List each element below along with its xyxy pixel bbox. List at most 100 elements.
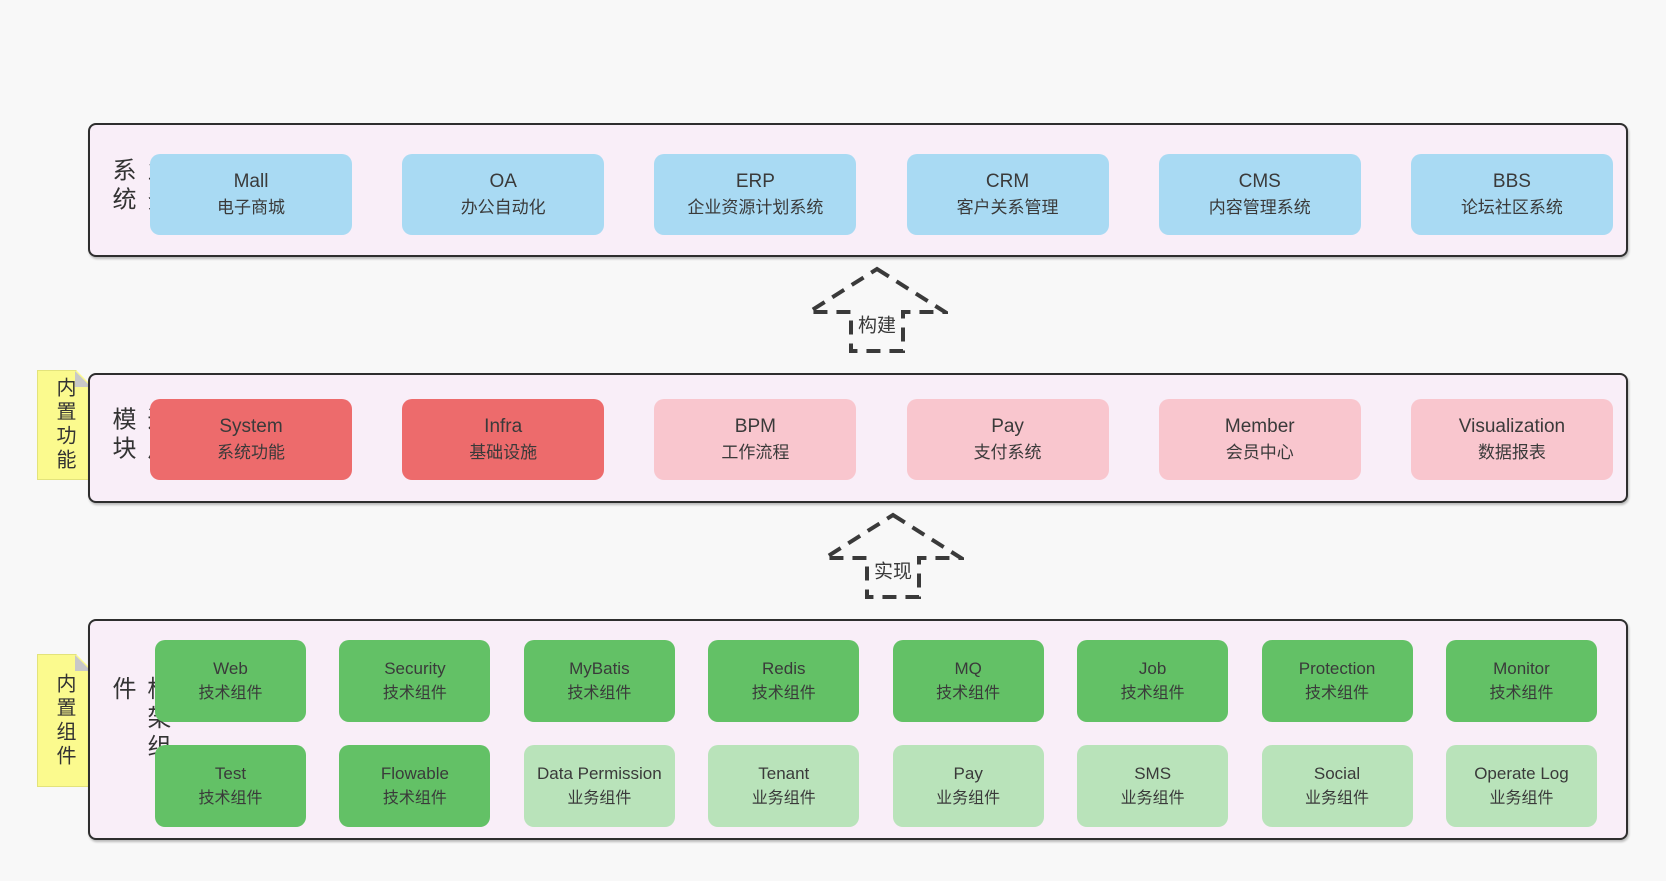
box-title: Job xyxy=(1138,659,1167,679)
box-title: Operate Log xyxy=(1474,764,1569,784)
box-subtitle: 技术组件 xyxy=(198,684,263,702)
box-social: Social 业务组件 xyxy=(1261,745,1413,827)
box-subtitle: 电子商城 xyxy=(217,198,285,218)
box-data-permission: Data Permission 业务组件 xyxy=(523,745,675,827)
box-subtitle: 会员中心 xyxy=(1225,443,1294,463)
box-title: Visualization xyxy=(1458,416,1566,438)
box-subtitle: 业务组件 xyxy=(1305,789,1370,807)
box-subtitle: 技术组件 xyxy=(1305,684,1370,702)
box-bpm: BPM 工作流程 xyxy=(654,399,857,480)
sticky-note-label: 内置功能 xyxy=(53,377,75,473)
box-subtitle: 业务组件 xyxy=(936,789,1001,807)
box-visualization: Visualization 数据报表 xyxy=(1410,399,1613,480)
box-monitor: Monitor 技术组件 xyxy=(1445,640,1597,722)
box-subtitle: 技术组件 xyxy=(382,789,447,807)
box-mybatis: MyBatis 技术组件 xyxy=(523,640,675,722)
box-bbs: BBS 论坛社区系统 xyxy=(1410,154,1613,235)
box-test: Test 技术组件 xyxy=(155,745,306,827)
dashed-up-arrow-icon xyxy=(806,266,948,353)
box-subtitle: 业务组件 xyxy=(751,789,816,807)
arrow-implement-label: 实现 xyxy=(869,554,917,586)
box-security: Security 技术组件 xyxy=(339,640,491,722)
box-title: OA xyxy=(489,171,517,193)
box-title: Redis xyxy=(762,659,806,679)
arrow-build-label: 构建 xyxy=(853,308,901,340)
sticky-note-builtin-components: 内置组件 xyxy=(37,654,92,787)
layer-common-modules: 通用模块 System系统功能Infra基础设施BPM工作流程Pay支付系统Me… xyxy=(88,373,1628,503)
box-redis: Redis 技术组件 xyxy=(708,640,860,722)
box-title: MQ xyxy=(954,659,982,679)
box-title: CRM xyxy=(985,171,1030,193)
box-title: SMS xyxy=(1134,764,1172,784)
box-protection: Protection 技术组件 xyxy=(1261,640,1413,722)
box-title: Data Permission xyxy=(536,764,662,784)
box-subtitle: 工作流程 xyxy=(721,443,790,463)
box-subtitle: 业务组件 xyxy=(1489,789,1554,807)
box-title: System xyxy=(219,416,283,438)
sticky-note-builtin-features: 内置功能 xyxy=(37,370,92,480)
box-title: Flowable xyxy=(380,764,449,784)
box-subtitle: 内容管理系统 xyxy=(1208,198,1311,218)
box-subtitle: 技术组件 xyxy=(751,684,816,702)
box-title: Security xyxy=(384,659,446,679)
box-member: Member 会员中心 xyxy=(1158,399,1361,480)
box-subtitle: 论坛社区系统 xyxy=(1460,198,1563,218)
box-subtitle: 技术组件 xyxy=(567,684,632,702)
box-subtitle: 技术组件 xyxy=(936,684,1001,702)
box-title: Protection xyxy=(1298,659,1376,679)
box-mq: MQ 技术组件 xyxy=(892,640,1044,722)
box-subtitle: 技术组件 xyxy=(1489,684,1554,702)
box-tenant: Tenant 业务组件 xyxy=(708,745,860,827)
box-subtitle: 办公自动化 xyxy=(460,198,546,218)
box-system: System 系统功能 xyxy=(150,399,352,480)
box-subtitle: 支付系统 xyxy=(973,443,1042,463)
box-title: Mall xyxy=(233,171,269,193)
arrow-implement: 实现 xyxy=(822,512,964,600)
box-title: Member xyxy=(1224,416,1295,438)
box-subtitle: 数据报表 xyxy=(1477,443,1546,463)
box-subtitle: 技术组件 xyxy=(198,789,263,807)
box-subtitle: 业务组件 xyxy=(1120,789,1185,807)
box-title: Infra xyxy=(484,416,523,438)
layer-business-systems: 业务系统 Mall电子商城OA办公自动化ERP企业资源计划系统CRM客户关系管理… xyxy=(88,123,1628,257)
box-title: MyBatis xyxy=(569,659,630,679)
box-subtitle: 企业资源计划系统 xyxy=(687,198,824,218)
box-title: Social xyxy=(1313,764,1361,784)
box-subtitle: 基础设施 xyxy=(469,443,538,463)
box-flowable: Flowable 技术组件 xyxy=(339,745,491,827)
box-subtitle: 技术组件 xyxy=(1120,684,1185,702)
dashed-up-arrow-icon xyxy=(822,512,964,599)
box-title: Pay xyxy=(991,416,1024,438)
box-sms: SMS 业务组件 xyxy=(1077,745,1229,827)
box-mall: Mall 电子商城 xyxy=(150,154,352,235)
box-subtitle: 业务组件 xyxy=(567,789,632,807)
box-title: Pay xyxy=(953,764,983,784)
box-subtitle: 技术组件 xyxy=(382,684,447,702)
box-subtitle: 客户关系管理 xyxy=(956,198,1059,218)
box-oa: OA 办公自动化 xyxy=(402,154,605,235)
box-web: Web 技术组件 xyxy=(155,640,306,722)
box-title: BBS xyxy=(1492,171,1531,193)
box-title: Web xyxy=(213,659,248,679)
box-title: Monitor xyxy=(1493,659,1550,679)
box-title: Test xyxy=(214,764,247,784)
sticky-note-label: 内置组件 xyxy=(53,672,75,769)
box-pay: Pay 支付系统 xyxy=(906,399,1109,480)
box-title: Tenant xyxy=(758,764,810,784)
box-cms: CMS 内容管理系统 xyxy=(1158,154,1361,235)
box-operate-log: Operate Log 业务组件 xyxy=(1445,745,1597,827)
box-title: BPM xyxy=(734,416,776,438)
box-subtitle: 系统功能 xyxy=(217,443,285,463)
box-job: Job 技术组件 xyxy=(1077,640,1229,722)
box-pay: Pay 业务组件 xyxy=(892,745,1044,827)
box-crm: CRM 客户关系管理 xyxy=(906,154,1109,235)
arrow-build: 构建 xyxy=(806,266,948,354)
box-infra: Infra 基础设施 xyxy=(402,399,605,480)
box-title: CMS xyxy=(1238,171,1281,193)
